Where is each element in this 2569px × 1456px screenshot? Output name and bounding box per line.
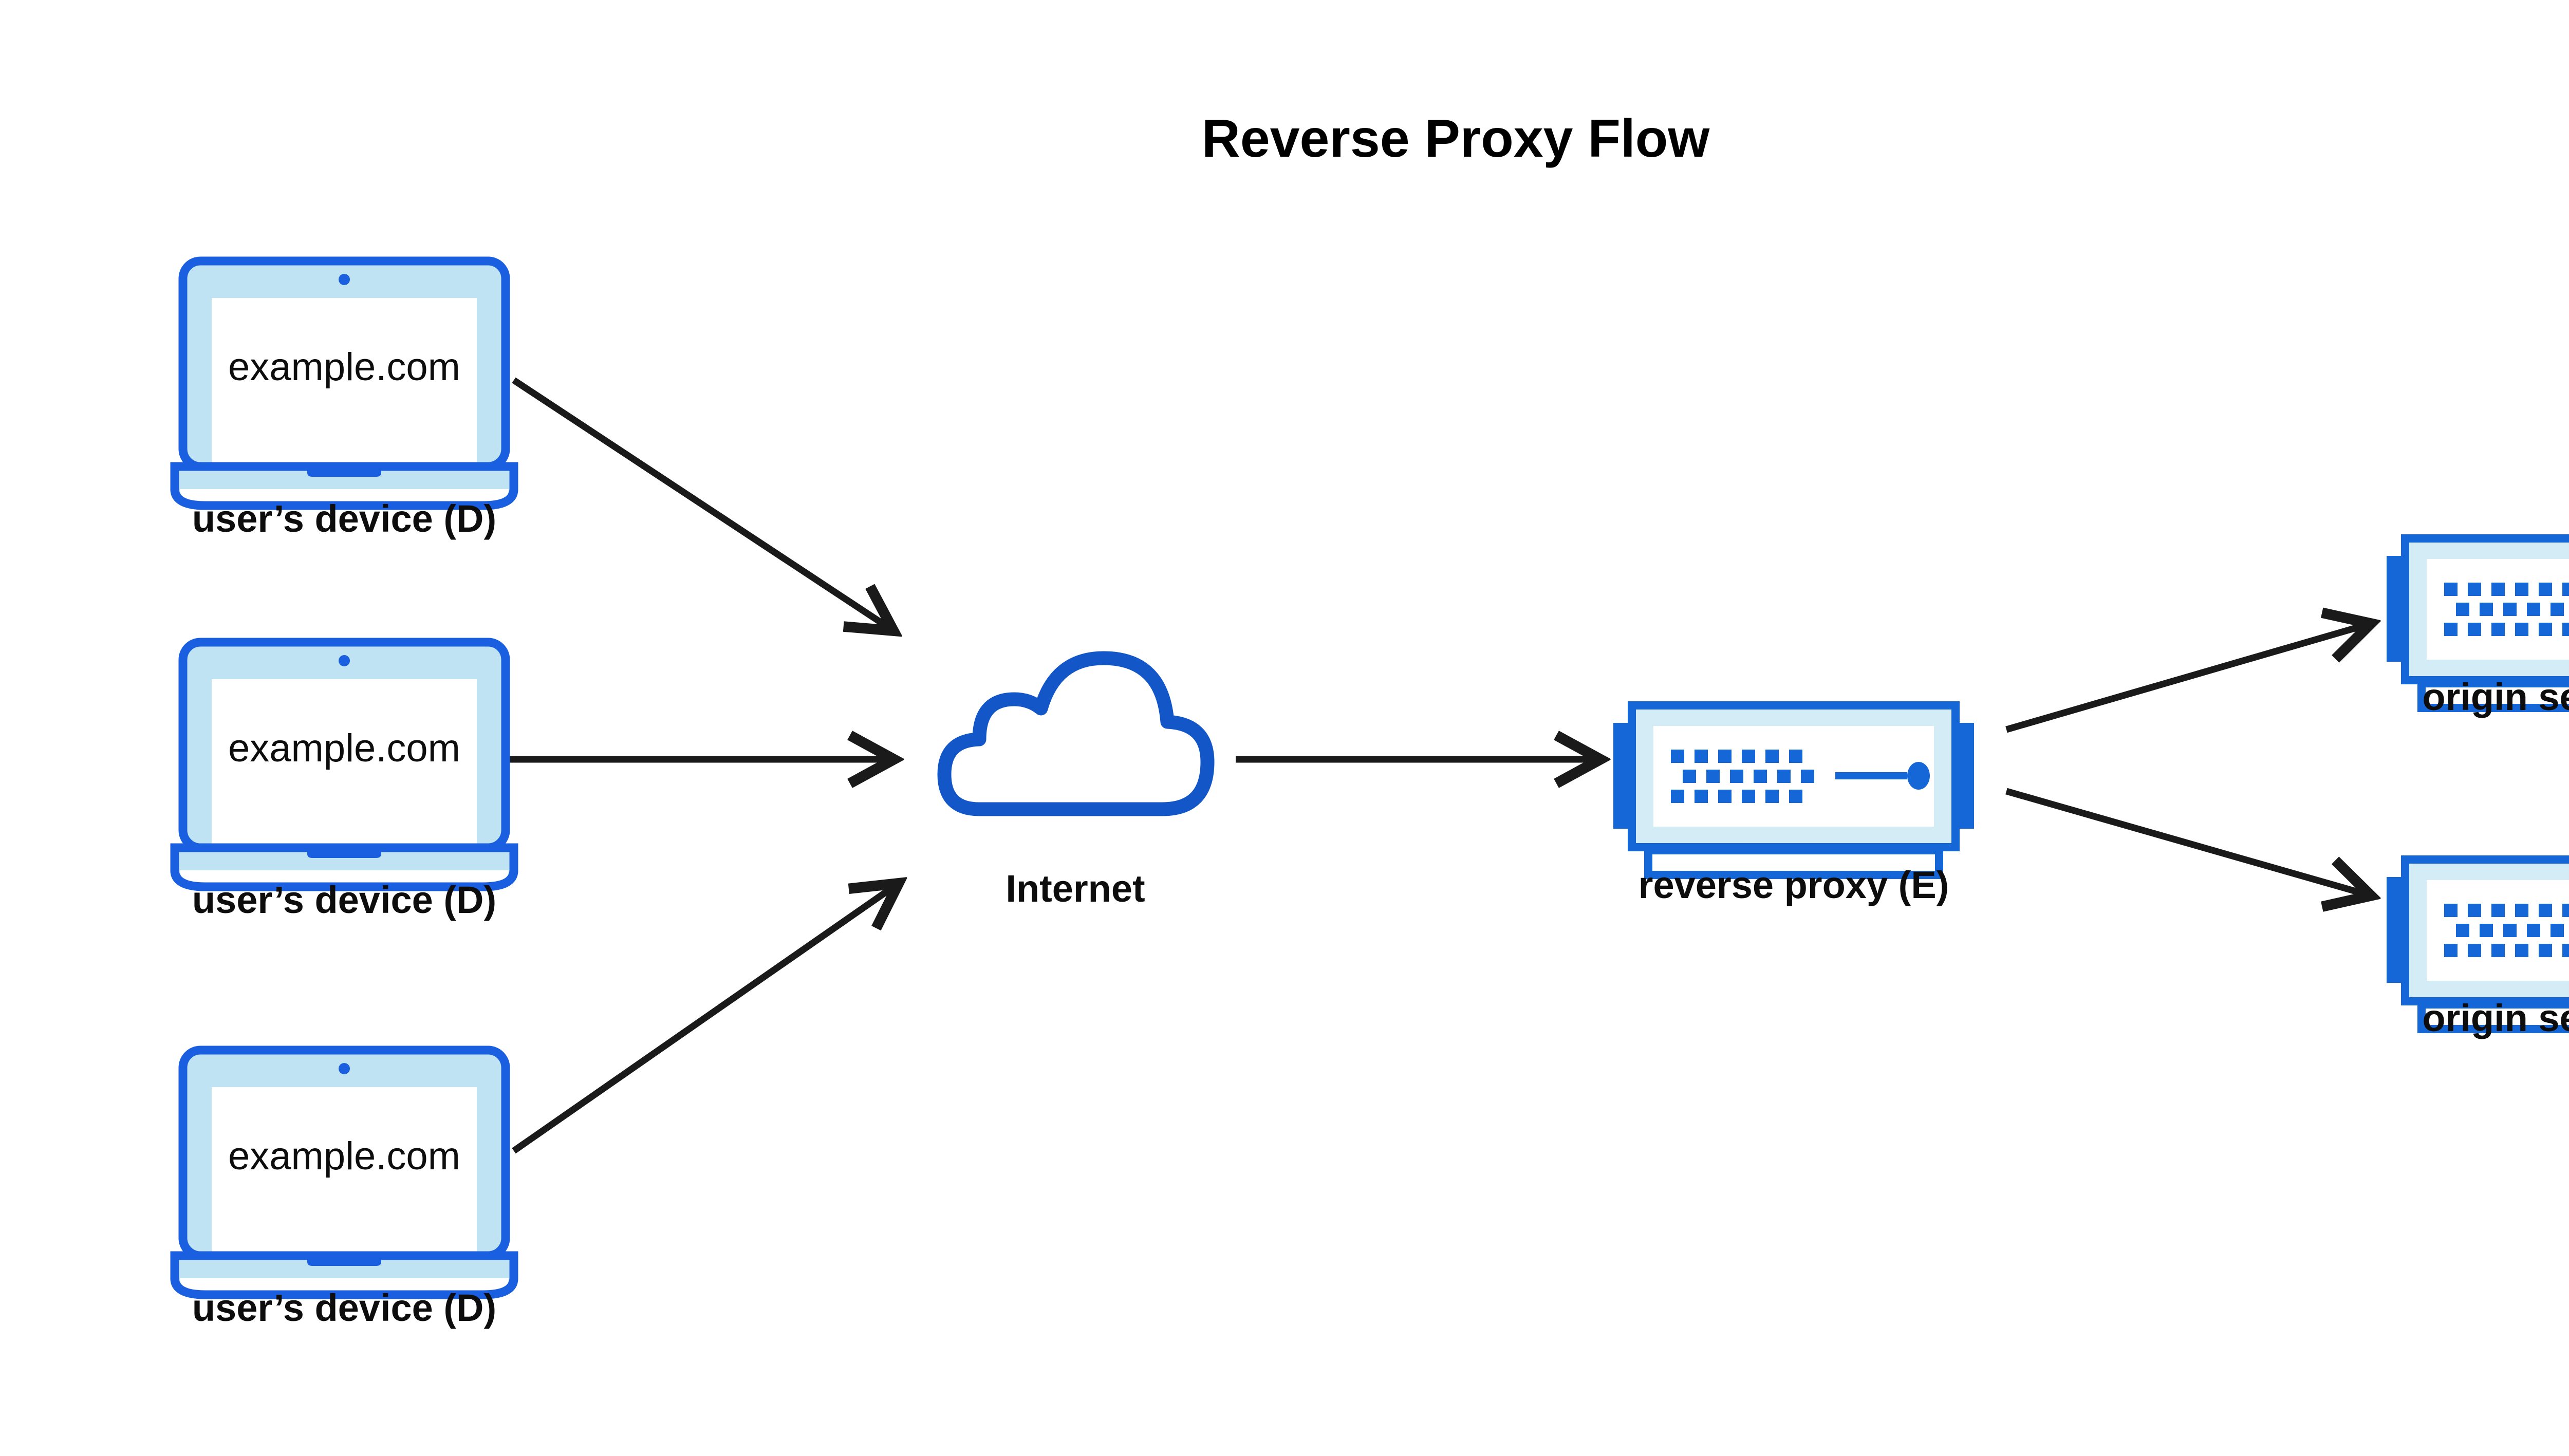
laptop-screen-text: example.com: [228, 345, 460, 389]
connector-device1-to-internet: [512, 377, 891, 629]
node-label-origin-server: origin server (F): [2422, 997, 2569, 1039]
page-title: Reverse Proxy Flow: [1202, 109, 1710, 169]
node-label-internet: Internet: [1006, 867, 1145, 910]
laptop-screen-text: example.com: [228, 1134, 460, 1178]
node-label-user-device: user’s device (D): [192, 879, 496, 921]
laptop-screen-text: example.com: [228, 726, 460, 770]
node-label-reverse-proxy: reverse proxy (E): [1639, 864, 1949, 906]
node-origin-server-1[interactable]: origin server (F): [2387, 538, 2569, 718]
connector-proxy-to-origin1: [2005, 624, 2369, 733]
connectors: [509, 377, 2369, 1154]
node-user-device-2[interactable]: example.com user’s device (D): [175, 642, 514, 921]
node-reverse-proxy[interactable]: reverse proxy (E): [1613, 705, 1974, 906]
node-label-user-device: user’s device (D): [192, 497, 496, 540]
connector-device3-to-internet: [512, 885, 897, 1154]
node-internet[interactable]: Internet: [944, 658, 1207, 910]
node-user-device-3[interactable]: example.com user’s device (D): [175, 1050, 514, 1329]
server-icon: [1613, 705, 1974, 875]
node-origin-server-2[interactable]: origin server (F): [2387, 860, 2569, 1039]
node-label-user-device: user’s device (D): [192, 1286, 496, 1329]
connector-proxy-to-origin2: [2005, 788, 2369, 895]
node-label-origin-server: origin server (F): [2422, 676, 2569, 718]
node-user-device-1[interactable]: example.com user’s device (D): [175, 261, 514, 540]
